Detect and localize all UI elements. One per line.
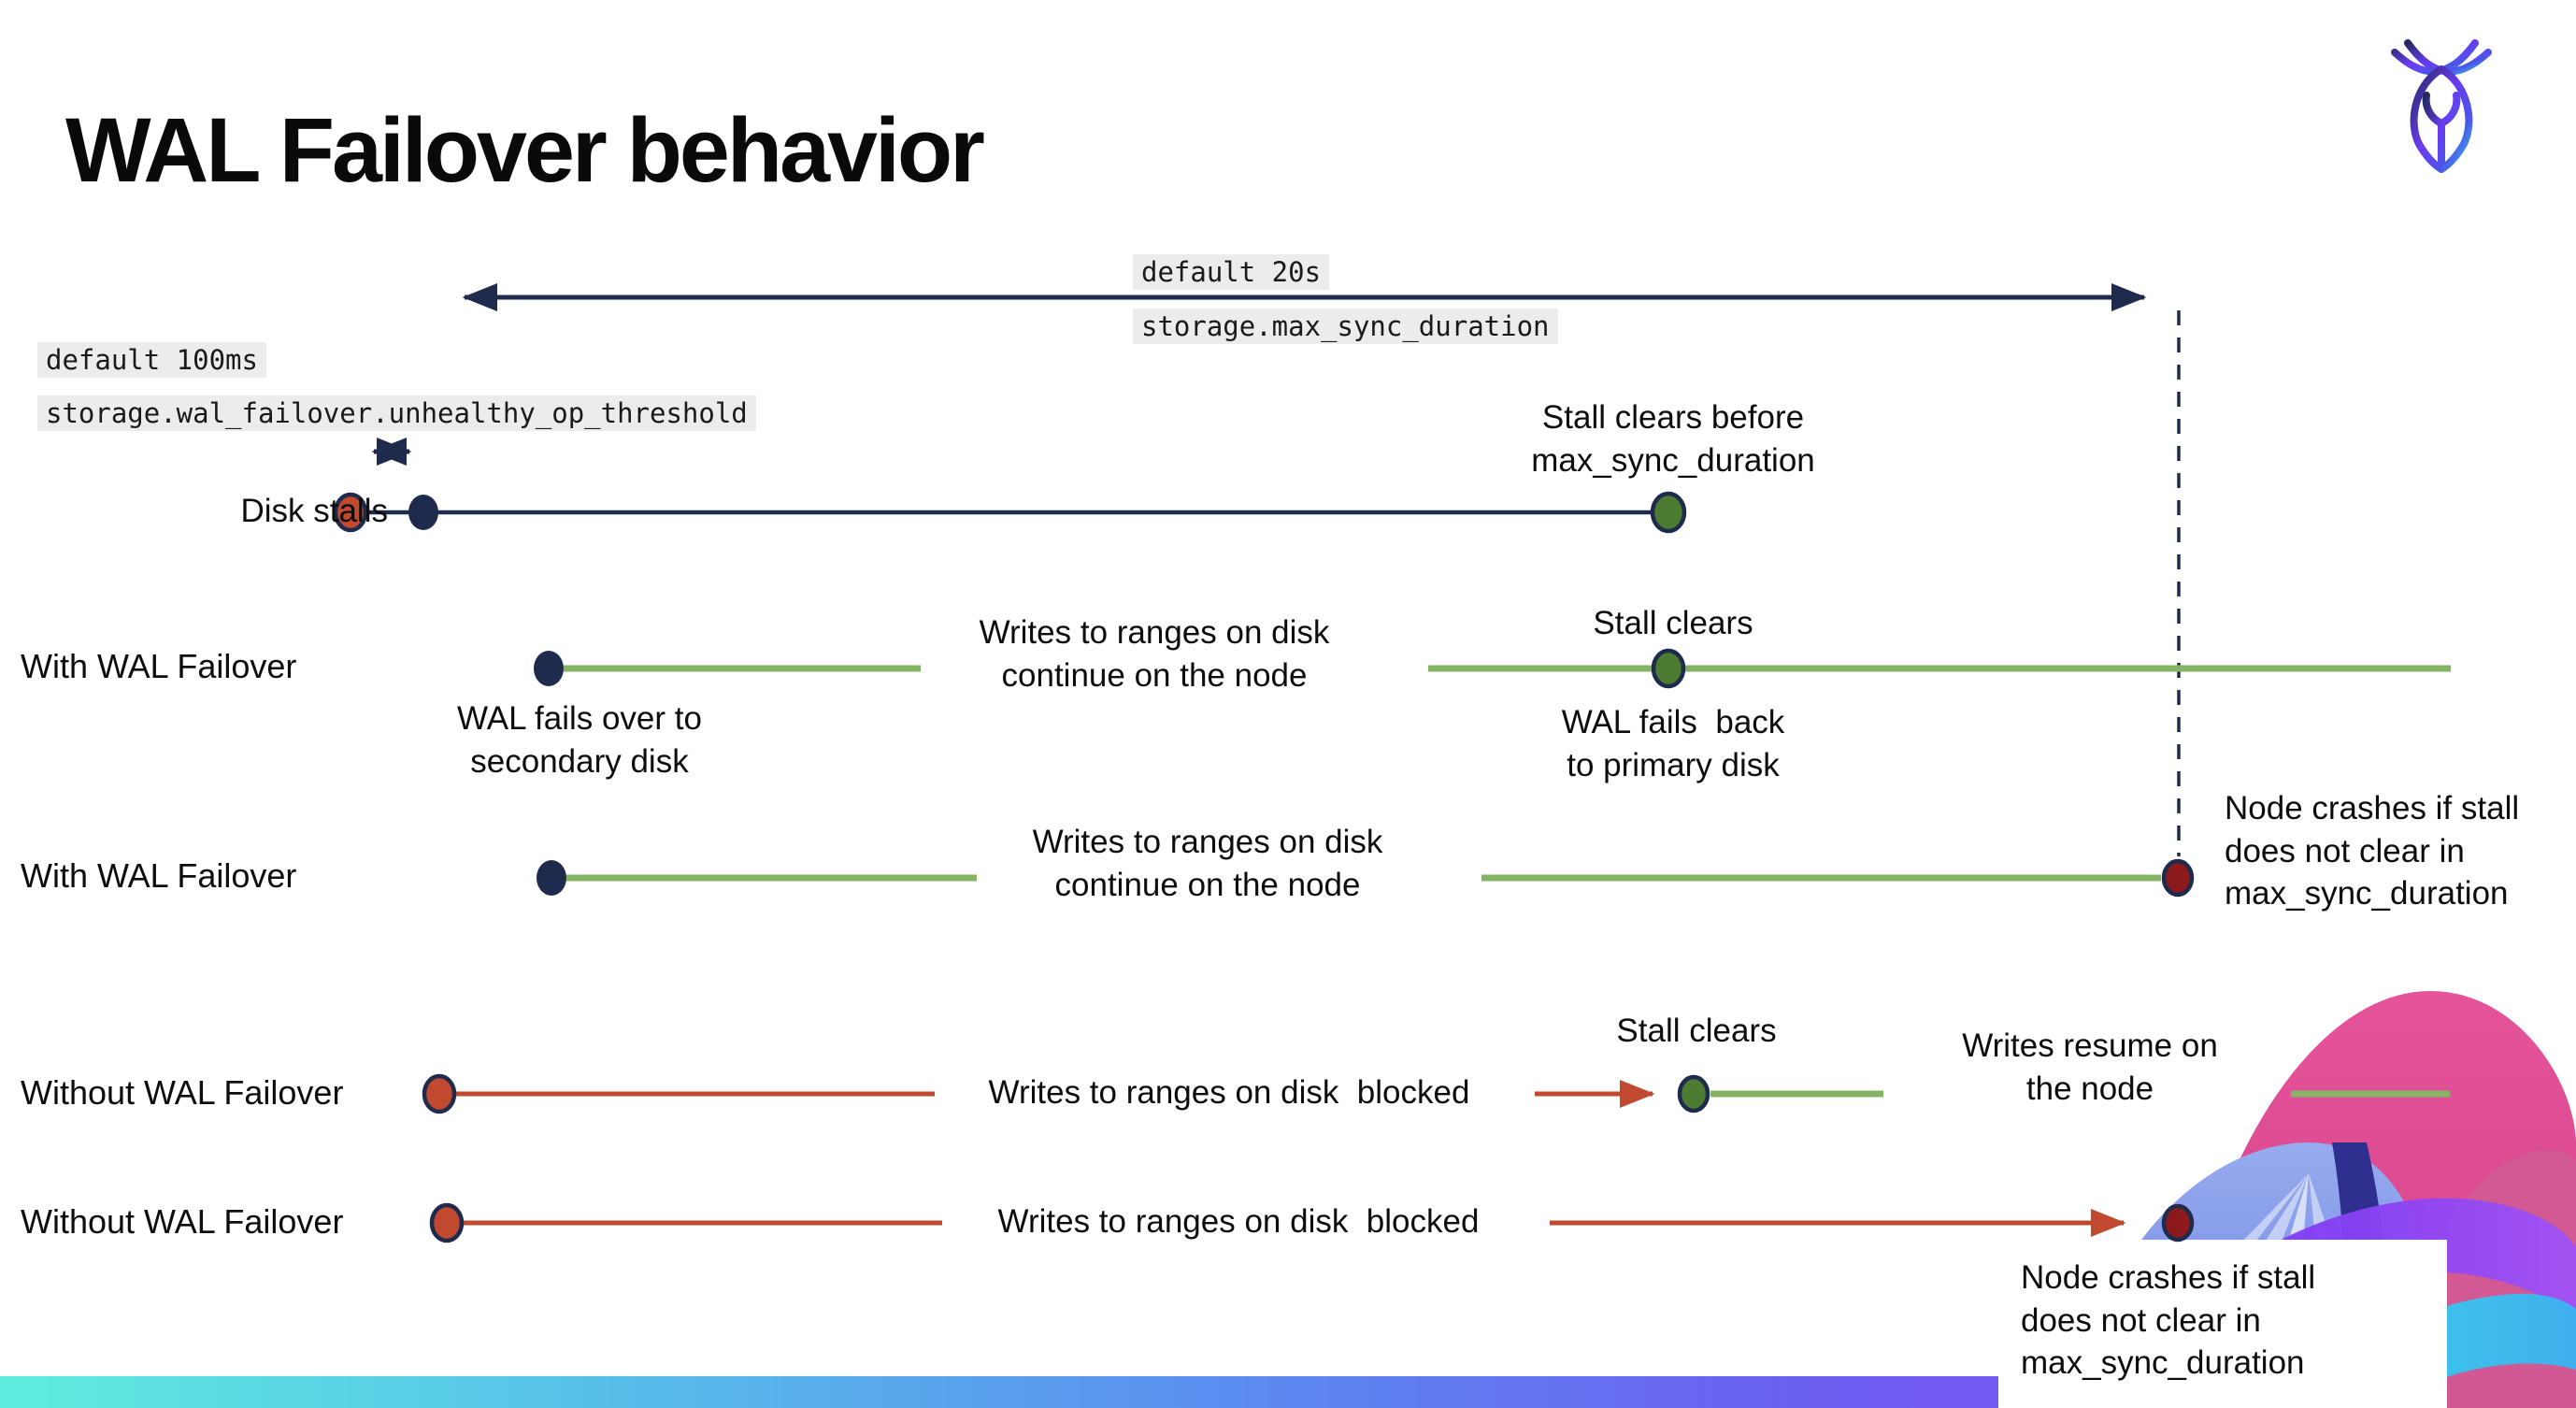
row4-label: Without WAL Failover <box>21 1073 344 1112</box>
cockroachdb-logo-icon <box>2391 39 2492 173</box>
row5-stall-start-dot <box>429 1202 465 1243</box>
row2-stall-clears-note: Stall clears <box>1593 605 1753 641</box>
row4-stall-clears-note: Stall clears <box>1616 1013 1777 1049</box>
row4-stall-clears-dot <box>1677 1074 1710 1113</box>
row3-writes-note: Writes to ranges on disk continue on the… <box>1032 824 1383 903</box>
row2-stall-clears-dot <box>1651 648 1686 689</box>
page-title: WAL Failover behavior <box>65 98 985 201</box>
row1-stall-clears-note: Stall clears before max_sync_duration <box>1531 399 1815 479</box>
row1-stall-clears-dot <box>1650 491 1687 534</box>
row3-crash-note: Node crashes if stall does not clear in … <box>2225 790 2520 912</box>
crash-callout-box <box>1998 1240 2447 1408</box>
row5-label: Without WAL Failover <box>21 1202 344 1241</box>
row2-failback-note: WAL fails back to primary disk <box>1561 704 1785 783</box>
row2-label: With WAL Failover <box>21 647 297 685</box>
row3-label: With WAL Failover <box>21 856 297 895</box>
row2-failover-note: WAL fails over to secondary disk <box>457 700 702 780</box>
row2-writes-note: Writes to ranges on disk continue on the… <box>979 614 1330 694</box>
threshold-setting-name: storage.wal_failover.unhealthy_op_thresh… <box>37 395 756 431</box>
row5-writes-note: Writes to ranges on disk blocked <box>997 1203 1480 1240</box>
max-sync-default-label: default 20s <box>1133 254 1330 290</box>
row1-threshold-dot <box>408 495 438 530</box>
row5-crash-note: Node crashes if stall does not clear in … <box>2021 1259 2316 1381</box>
row4-stall-start-dot <box>422 1073 457 1114</box>
row3-failover-dot <box>537 860 566 896</box>
logo-vein <box>2422 92 2461 173</box>
threshold-default-label: default 100ms <box>37 342 266 378</box>
max-sync-setting-name: storage.max_sync_duration <box>1133 309 1558 344</box>
row4-writes-note: Writes to ranges on disk blocked <box>988 1074 1470 1111</box>
row4-resume-note: Writes resume on the node <box>1962 1027 2218 1107</box>
row3-crash-dot <box>2161 858 2195 898</box>
art-purple-swoosh <box>2108 1198 2576 1408</box>
row1-label: Disk stalls <box>240 493 388 529</box>
row2-failover-dot <box>534 651 564 686</box>
